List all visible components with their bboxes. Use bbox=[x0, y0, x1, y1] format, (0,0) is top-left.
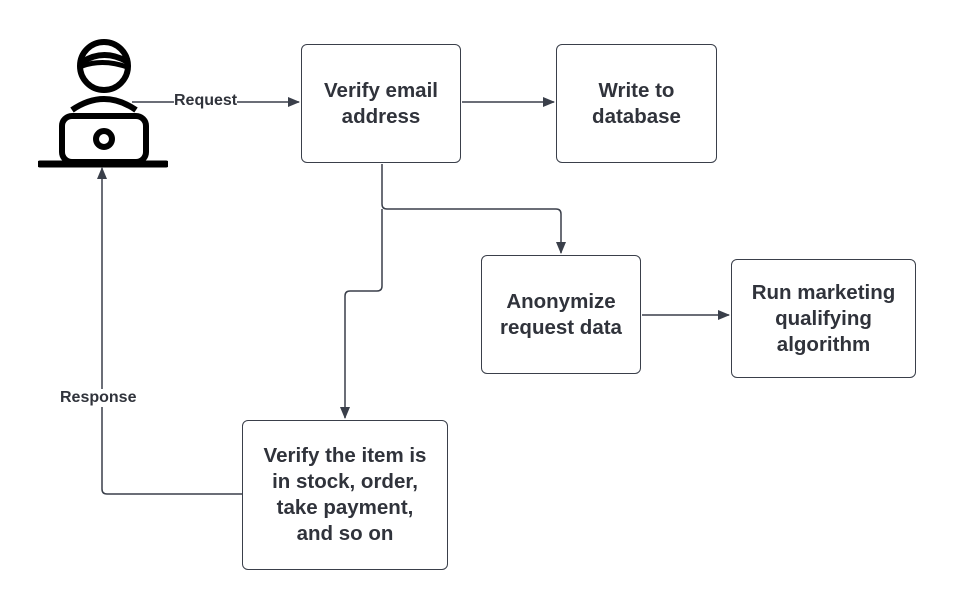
verify-email-node: Verify email address bbox=[301, 44, 461, 163]
edge-response bbox=[97, 167, 242, 495]
stock-order-payment-label: Verify the item is in stock, order, take… bbox=[263, 444, 427, 545]
user-at-laptop-icon bbox=[38, 39, 168, 168]
edge-verify-to-anonymize bbox=[381, 164, 566, 254]
verify-email-label: Verify email address bbox=[324, 78, 438, 128]
write-database-label: Write to database bbox=[592, 78, 681, 128]
edge-verify-to-stock bbox=[340, 209, 383, 419]
response-edge-label: Response bbox=[60, 389, 137, 407]
request-edge-label: Request bbox=[174, 92, 238, 110]
anonymize-node: Anonymize request data bbox=[481, 255, 641, 374]
marketing-algorithm-label: Run marketing qualifying algorithm bbox=[751, 280, 896, 356]
write-database-node: Write to database bbox=[556, 44, 717, 163]
marketing-algorithm-node: Run marketing qualifying algorithm bbox=[731, 259, 916, 378]
stock-order-payment-node: Verify the item is in stock, order, take… bbox=[242, 420, 448, 570]
anonymize-label: Anonymize request data bbox=[500, 289, 622, 339]
